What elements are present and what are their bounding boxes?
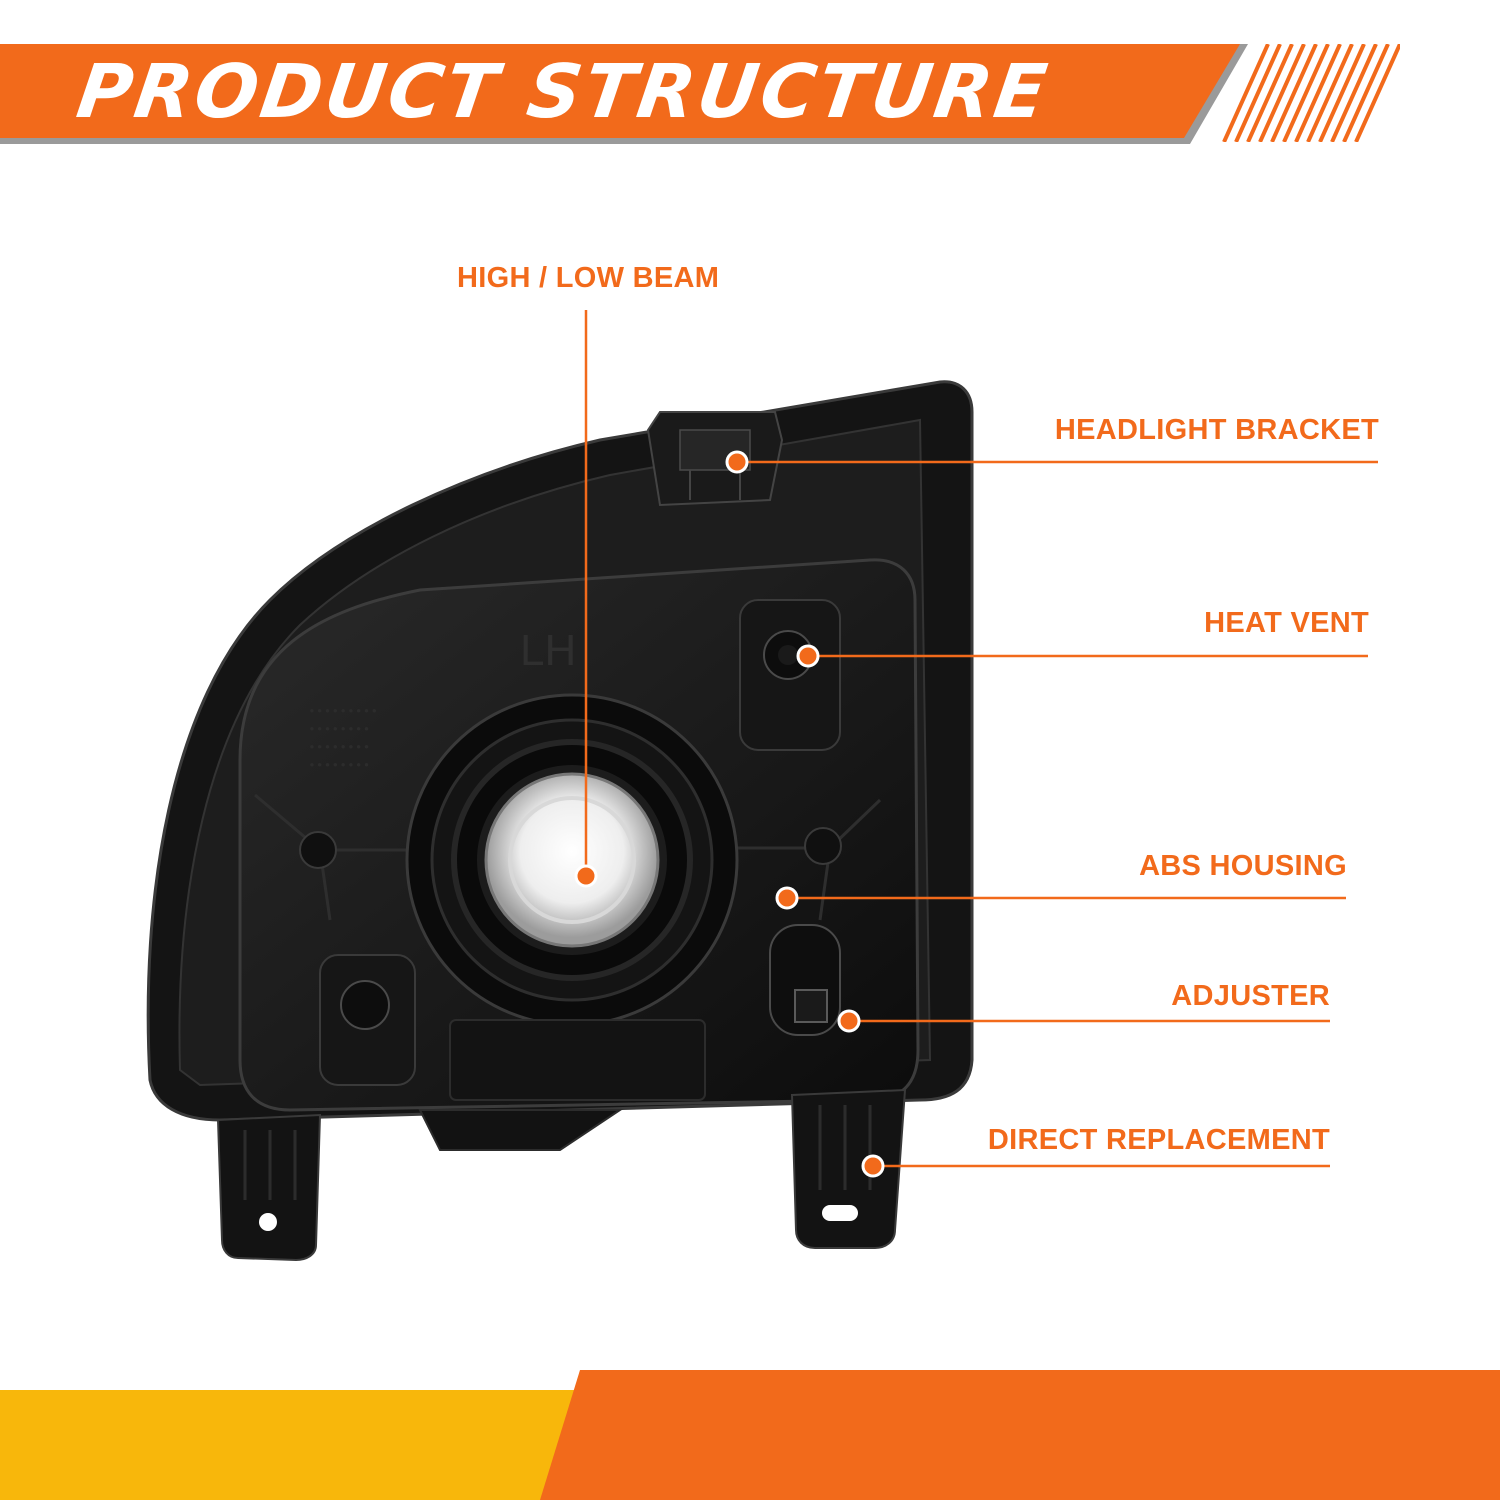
footer-band-orange <box>540 1370 1500 1500</box>
label-adjuster: ADJUSTER <box>1171 980 1330 1012</box>
label-direct-replacement: DIRECT REPLACEMENT <box>987 1124 1330 1156</box>
label-heat-vent: HEAT VENT <box>1204 607 1369 639</box>
svg-text:••••••••: •••••••• <box>308 740 370 755</box>
svg-text:••••••••: •••••••• <box>308 722 370 737</box>
label-abs-housing: ABS HOUSING <box>1139 850 1347 882</box>
header-banner <box>0 44 1240 138</box>
footer-band-yellow <box>0 1390 620 1500</box>
label-high-low-beam: HIGH / LOW BEAM <box>457 262 720 294</box>
banner-stripes-decoration <box>1222 44 1400 142</box>
svg-text:LH: LH <box>520 626 576 675</box>
label-headlight-bracket: HEADLIGHT BRACKET <box>1054 414 1379 446</box>
svg-text:•••••••••: ••••••••• <box>308 704 378 719</box>
mounting-leg-right <box>790 1088 907 1249</box>
svg-text:••••••••: •••••••• <box>308 758 370 773</box>
